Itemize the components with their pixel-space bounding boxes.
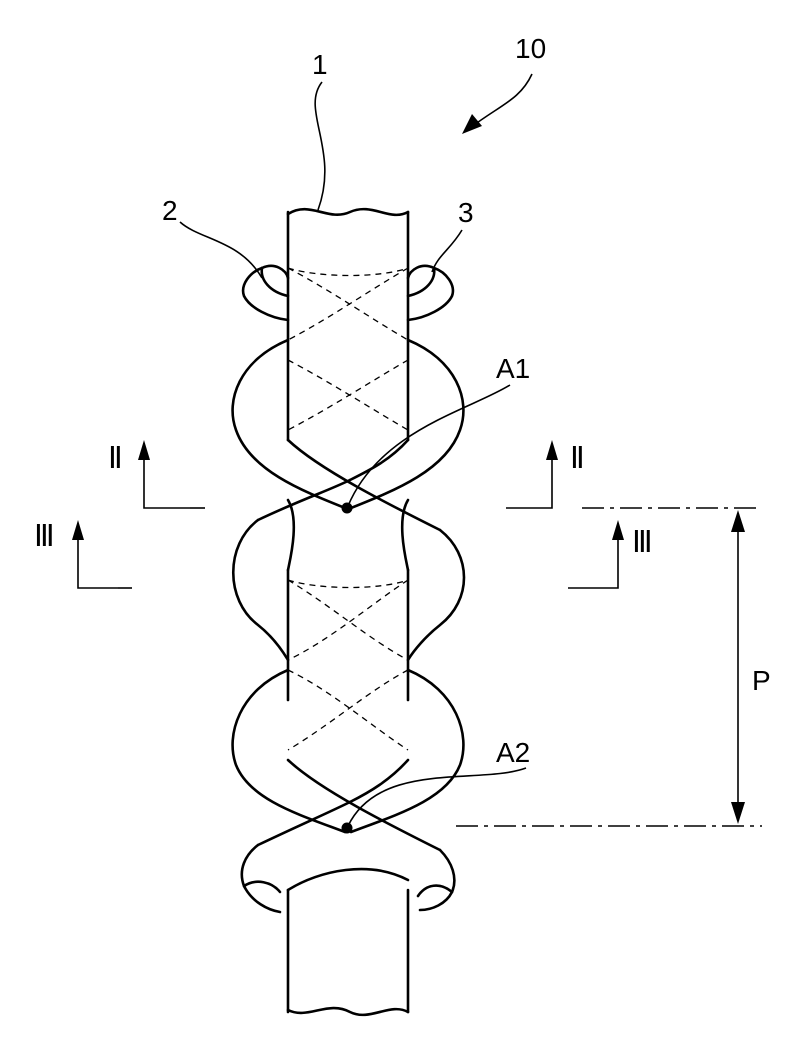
point-A1 [341, 502, 353, 514]
label-10: 10 [515, 33, 546, 64]
label-3: 3 [458, 197, 474, 228]
leader-2 [179, 221, 263, 279]
core-conductor [286, 207, 410, 1017]
label-section-II-left: Ⅱ [108, 442, 123, 475]
pitch-dimension [456, 507, 762, 827]
label-A1: A1 [496, 353, 530, 384]
leader-A2 [347, 767, 527, 827]
arrow-10 [469, 73, 533, 129]
label-section-II-right: Ⅱ [570, 442, 585, 475]
leader-A1 [347, 384, 511, 507]
point-A2 [341, 822, 353, 834]
arrow-10-head [462, 114, 482, 134]
twisted-strands [231, 264, 466, 914]
hidden-helix-lines [287, 267, 409, 751]
section-mark-III-left [72, 520, 132, 589]
section-mark-II-left [138, 440, 205, 509]
label-A2: A2 [496, 737, 530, 768]
label-section-III-left: Ⅲ [34, 520, 55, 553]
section-mark-III-right [568, 520, 624, 589]
label-1: 1 [312, 49, 328, 80]
leader-lines [179, 73, 533, 827]
label-P: P [752, 665, 771, 696]
label-2: 2 [162, 195, 178, 226]
leader-1 [314, 81, 326, 211]
label-section-III-right: Ⅲ [632, 526, 653, 559]
section-mark-II-right [506, 440, 558, 509]
leader-3 [431, 229, 463, 273]
